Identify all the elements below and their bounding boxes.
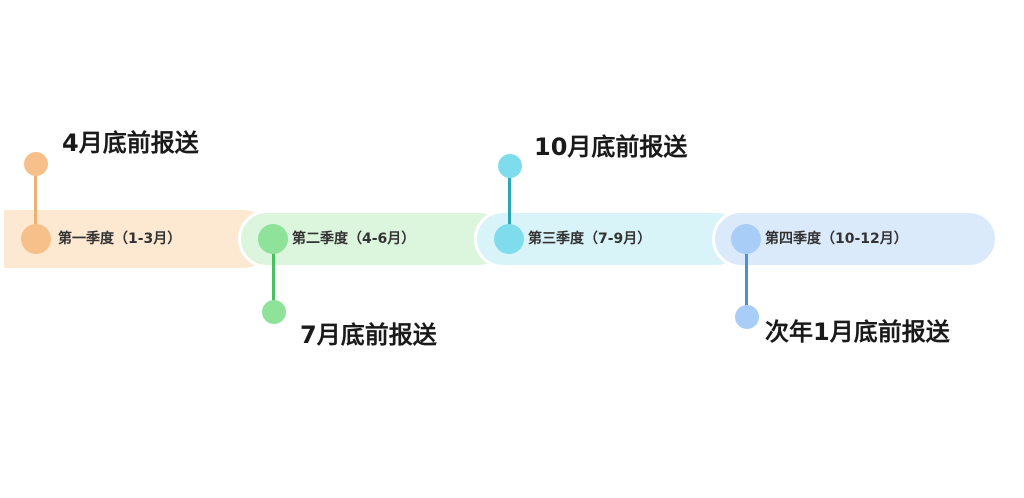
quarter-4-marker-dot	[731, 224, 761, 254]
quarter-4-bottom-dot	[735, 305, 759, 329]
quarter-4-deadline: 次年1月底前报送	[765, 318, 950, 346]
quarter-1-marker-dot	[21, 224, 51, 254]
quarter-1-top-dot	[24, 152, 48, 176]
quarter-1-deadline: 4月底前报送	[62, 129, 199, 157]
quarter-4-stem	[745, 246, 748, 312]
quarter-2-marker-dot	[258, 224, 288, 254]
quarter-1-label: 第一季度（1-3月）	[58, 231, 182, 247]
quarter-2-deadline: 7月底前报送	[300, 321, 437, 349]
quarter-1-stem	[34, 170, 37, 230]
quarter-3-stem	[508, 172, 511, 232]
quarter-2-stem	[272, 246, 275, 308]
quarter-2-label: 第二季度（4-6月）	[292, 231, 416, 247]
quarter-3-deadline: 10月底前报送	[534, 133, 688, 161]
quarter-3-label: 第三季度（7-9月）	[528, 231, 652, 247]
quarter-3-marker-dot	[494, 224, 524, 254]
quarter-4-label: 第四季度（10-12月）	[765, 231, 908, 247]
quarter-2-bottom-dot	[262, 300, 286, 324]
quarter-3-top-dot	[498, 154, 522, 178]
